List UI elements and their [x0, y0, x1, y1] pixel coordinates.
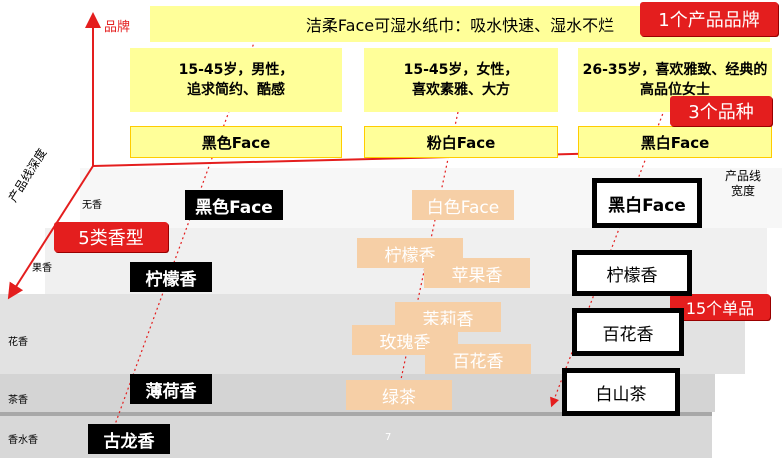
tier-label-fruit: 果香 [32, 263, 52, 274]
sku-pink-face: 白色Face [412, 190, 514, 220]
variety-pink: 粉白Face [364, 126, 558, 158]
brand-axis-label: 品牌 [104, 20, 131, 35]
sku-pink-hundred-flower: 百花香 [425, 344, 531, 374]
segment-female-line1: 15-45岁，女性， [403, 62, 519, 78]
sku-pink-green-tea: 绿茶 [346, 380, 452, 410]
sku-bw-face: 黑白Face [592, 178, 702, 228]
guide-line-bw [550, 99, 669, 408]
segment-premium-line1: 26-35岁，喜欢雅致、经典的 [582, 62, 768, 78]
tier-label-perfume: 香水香 [8, 435, 38, 446]
tier-label-tea: 茶香 [8, 395, 28, 406]
sku-black-face: 黑色Face [185, 190, 283, 220]
width-axis-label: 产品线 宽度 [725, 169, 761, 199]
segment-male: 15-45岁，男性， 追求简约、酷感 [130, 48, 342, 112]
sku-pink-apple: 苹果香 [424, 258, 530, 288]
callout-sku-count: 15个单品 [670, 294, 770, 320]
segment-female: 15-45岁，女性， 喜欢素雅、大方 [364, 48, 558, 112]
width-axis-label-line2: 宽度 [731, 184, 756, 198]
callout-variety-count: 3个品种 [670, 96, 772, 126]
sku-black-mint: 薄荷香 [130, 374, 212, 404]
sku-bw-camellia: 白山茶 [562, 368, 680, 416]
sku-bw-hundred-flower: 百花香 [572, 308, 684, 356]
depth-axis [7, 165, 94, 300]
segment-male-line1: 15-45岁，男性， [178, 62, 294, 78]
page-number: 7 [385, 432, 392, 443]
segment-premium-line2: 高品位女士 [640, 82, 710, 98]
width-axis-label-line1: 产品线 [725, 169, 762, 183]
tier-label-flower: 花香 [8, 337, 28, 348]
sku-bw-lemon: 柠檬香 [572, 250, 692, 296]
variety-bw: 黑白Face [578, 126, 772, 158]
segment-female-line2: 喜欢素雅、大方 [412, 82, 510, 98]
tier-label-no-scent: 无香 [82, 200, 102, 211]
segment-male-line2: 追求简约、酷感 [187, 82, 285, 98]
brand-slogan: 洁柔Face可湿水纸巾：吸水快速、湿水不烂 [305, 16, 615, 35]
callout-scent-count: 5类香型 [54, 222, 168, 252]
callout-brand-count: 1个产品品牌 [640, 2, 778, 36]
variety-black: 黑色Face [130, 126, 342, 158]
sku-black-cologne: 古龙香 [88, 424, 170, 454]
sku-black-lemon: 柠檬香 [130, 262, 212, 292]
